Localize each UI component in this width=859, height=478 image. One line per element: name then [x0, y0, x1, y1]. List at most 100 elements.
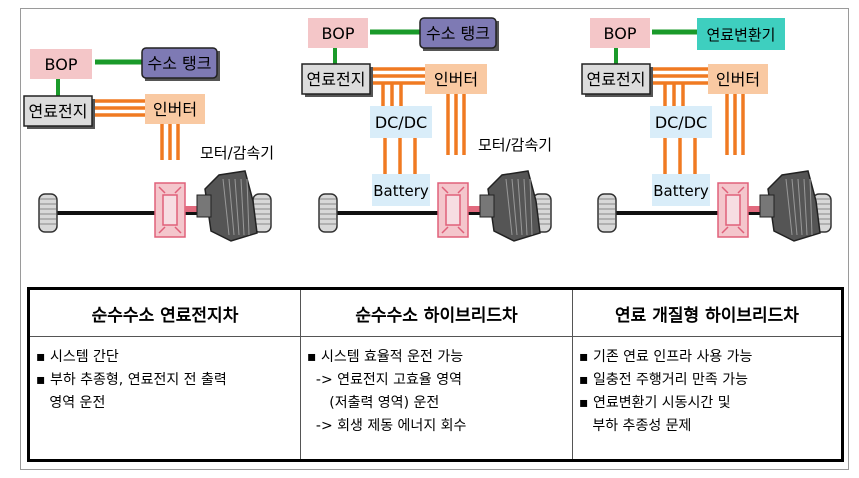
feature-line: 영역 운전: [36, 395, 106, 411]
motor-fin: [222, 178, 230, 236]
gear-icon: [717, 182, 749, 238]
wheel-icon: [38, 193, 58, 233]
bop-box-rect: [308, 18, 368, 48]
bop-box: BOP: [30, 49, 92, 79]
column-heading: 순수수소 연료전지차: [30, 290, 300, 337]
battery-box-label: Battery: [373, 182, 429, 200]
feature-line: ▪ 시스템 간단: [36, 349, 119, 365]
motor-reducer-icon: [196, 170, 258, 242]
motor-flange: [479, 194, 495, 218]
motor-fin: [797, 178, 803, 236]
battery-box-label: Battery: [653, 182, 709, 200]
fuel-cell-box: 연료전지: [581, 63, 653, 97]
fuel-cell-box: 연료전지: [301, 63, 373, 97]
hydrogen-tank-box: 수소 탱크: [419, 17, 499, 51]
feature-line: -> 연료전지 고효율 영역: [307, 372, 462, 388]
column-heading: 순수수소 하이브리드차: [301, 290, 572, 337]
bop-box-rect: [590, 18, 650, 48]
fuel-cell-box-rect: [23, 95, 93, 127]
wheel-icon: [252, 193, 272, 233]
feature-line: ▪ 시스템 효율적 운전 가능: [307, 349, 464, 365]
motor-label: 모터/감속기: [478, 136, 552, 154]
hydrogen-tank-box-rect: [419, 17, 497, 49]
wheel-icon: [597, 193, 617, 233]
dcdc-box-label: DC/DC: [375, 113, 427, 132]
motor-fin: [523, 178, 528, 236]
dcdc-box-rect: [370, 106, 432, 138]
motor-reducer-icon: [759, 170, 821, 242]
motor-fin: [791, 178, 798, 236]
motor-label: 모터/감속기: [200, 144, 274, 162]
wheel-tire: [38, 193, 58, 233]
battery-box-rect: [652, 174, 710, 206]
table-column-3: 연료 개질형 하이브리드차 ▪ 기존 연료 인프라 사용 가능 ▪ 일충전 주행…: [572, 290, 841, 459]
gear-marks: [441, 186, 465, 234]
column-body: ▪ 시스템 효율적 운전 가능 -> 연료전지 고효율 영역 (저출력 영역) …: [301, 337, 572, 438]
fuel-cell-box-rect: [301, 63, 371, 95]
hydrogen-tank-box-label: 수소 탱크: [426, 24, 490, 43]
gear-icon: [154, 182, 186, 238]
inverter-box-label: 인버터: [153, 100, 197, 119]
motor-flange: [759, 194, 775, 218]
bop-box-label: BOP: [322, 24, 355, 43]
fuel-reformer-box-label: 연료변환기: [706, 26, 775, 44]
fuel-cell-box-label: 연료전지: [587, 70, 646, 89]
motor-fin: [517, 178, 523, 236]
motor-flange: [196, 194, 212, 218]
motor-fin: [234, 178, 240, 236]
motor-fin: [240, 178, 245, 236]
feature-line: ▪ 부하 추종형, 연료전지 전 출력: [36, 372, 227, 388]
feature-line: ▪ 연료변환기 시동시간 및: [579, 395, 731, 411]
gear-icon: [437, 182, 469, 238]
motor-fin: [803, 178, 808, 236]
column-heading: 연료 개질형 하이브리드차: [573, 290, 841, 337]
bop-box: BOP: [308, 18, 368, 48]
feature-line: (저출력 영역) 운전: [307, 395, 440, 411]
fuel-cell-box: 연료전지: [23, 95, 95, 129]
gear-marks: [721, 186, 745, 234]
motor-fin: [785, 178, 793, 236]
gear-core: [162, 194, 178, 226]
column-body: ▪ 시스템 간단 ▪ 부하 추종형, 연료전지 전 출력 영역 운전: [30, 337, 300, 415]
battery-box: Battery: [652, 174, 710, 206]
table-column-1: 순수수소 연료전지차 ▪ 시스템 간단 ▪ 부하 추종형, 연료전지 전 출력 …: [30, 290, 300, 459]
dcdc-box-label: DC/DC: [655, 113, 707, 132]
motor-fin: [529, 178, 533, 236]
bop-box-rect: [30, 49, 92, 79]
comparison-table: 순수수소 연료전지차 ▪ 시스템 간단 ▪ 부하 추종형, 연료전지 전 출력 …: [27, 287, 844, 462]
motor-fin: [511, 178, 518, 236]
motor-fin: [809, 178, 813, 236]
inverter-box: 인버터: [708, 64, 768, 94]
wheel-icon: [318, 193, 338, 233]
feature-line: ▪ 기존 연료 인프라 사용 가능: [579, 349, 753, 365]
inverter-box: 인버터: [145, 94, 205, 124]
gear-marks: [158, 186, 182, 234]
hydrogen-tank-box-label: 수소 탱크: [148, 54, 212, 73]
motor-fin: [246, 178, 250, 236]
motor-reducer-icon: [479, 170, 541, 242]
battery-box: Battery: [372, 174, 430, 206]
dcdc-box-rect: [650, 106, 712, 138]
hydrogen-tank-box-rect: [141, 47, 218, 79]
feature-line: -> 회생 제동 에너지 회수: [307, 418, 467, 434]
wheel-tire: [318, 193, 338, 233]
inverter-box-rect: [708, 64, 768, 94]
feature-line: ▪ 일충전 주행거리 만족 가능: [579, 372, 748, 388]
feature-line: 부하 추종성 문제: [579, 418, 692, 434]
inverter-box: 인버터: [425, 64, 487, 94]
motor-fin: [228, 178, 235, 236]
battery-box-rect: [372, 174, 430, 206]
fuel-cell-box-label: 연료전지: [29, 102, 88, 121]
wheel-tire: [597, 193, 617, 233]
inverter-box-rect: [145, 94, 205, 124]
table-column-2: 순수수소 하이브리드차 ▪ 시스템 효율적 운전 가능 -> 연료전지 고효율 …: [300, 290, 572, 459]
column-body: ▪ 기존 연료 인프라 사용 가능 ▪ 일충전 주행거리 만족 가능 ▪ 연료변…: [573, 337, 841, 438]
gear-core: [445, 194, 461, 226]
fuel-reformer-box-rect: [697, 18, 785, 50]
bop-box-label: BOP: [45, 55, 78, 74]
inverter-box-label: 인버터: [434, 70, 478, 89]
dcdc-box: DC/DC: [650, 106, 712, 138]
motor-fin: [505, 178, 513, 236]
fuel-cell-box-rect: [581, 63, 651, 95]
